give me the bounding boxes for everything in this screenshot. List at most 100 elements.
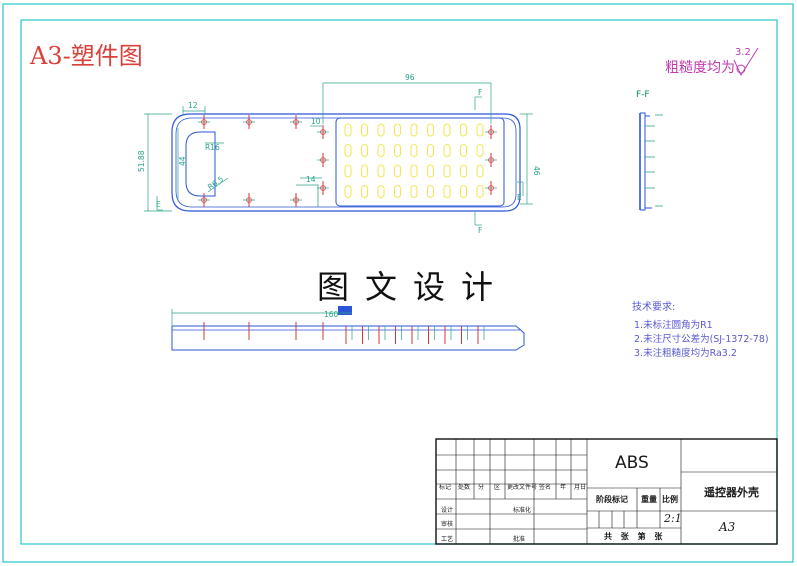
button-hole <box>459 184 468 199</box>
sheet-title: A3-塑件图 <box>30 42 143 70</box>
button-hole <box>476 143 484 158</box>
button-hole <box>443 164 451 178</box>
hole-circle <box>488 185 494 191</box>
side-view-marks <box>203 322 485 344</box>
material-label: ABS <box>615 453 649 473</box>
button-hole <box>393 143 402 158</box>
body-outline <box>171 113 521 212</box>
button-hole <box>360 184 369 199</box>
part-name: 遥控器外壳 <box>704 486 759 499</box>
sheet-info: 共 张 第 张 <box>604 531 663 541</box>
top-view-dimension-lines <box>144 82 533 226</box>
tech-requirement-2: 2.未注尺寸公差为(SJ-1372-78) <box>634 334 769 345</box>
rev-header-part: 分 <box>478 484 485 491</box>
dim-12: 12 <box>188 101 198 110</box>
button-hole <box>360 143 369 158</box>
button-hole <box>459 143 468 158</box>
dim-160: 160 <box>324 310 339 319</box>
side-view: 160 <box>171 306 525 351</box>
tech-requirement-3: 3.未注粗糙度均为Ra3.2 <box>634 348 737 359</box>
rev-header-zone: 区 <box>494 484 501 491</box>
button-hole <box>377 184 385 199</box>
left-cavity <box>185 131 216 197</box>
rev-header-mark: 标记 <box>439 484 452 491</box>
hole-circle <box>320 185 326 191</box>
rev-header-sign: 签名 <box>539 484 552 491</box>
hole-circle <box>293 197 299 203</box>
scale-value: 2:1 <box>664 512 682 525</box>
button-hole <box>344 123 352 137</box>
side-view-tab <box>338 306 352 315</box>
button-hole <box>476 123 484 137</box>
button-hole <box>377 123 385 137</box>
button-hole <box>426 164 435 178</box>
roughness-symbol <box>733 47 759 77</box>
section-ribs <box>645 114 663 207</box>
rev-header-doc: 更改文件号 <box>507 484 538 491</box>
button-hole <box>410 184 418 199</box>
rev-header-month: 月 <box>574 484 581 491</box>
watermark-text: 图文设计 <box>317 268 510 306</box>
button-hole <box>360 164 369 178</box>
button-hole <box>344 164 352 178</box>
rev-header-year: 年 <box>560 484 567 491</box>
button-hole <box>443 143 451 158</box>
button-hole <box>344 143 352 158</box>
marker-e-right: E <box>517 193 522 202</box>
tech-requirement-1: 1.未标注圆角为R1 <box>634 320 713 331</box>
hole-circle <box>320 157 326 163</box>
button-hole <box>393 164 402 178</box>
dim-r16: R16 <box>205 143 220 152</box>
button-hole <box>443 123 451 137</box>
button-hole <box>360 123 369 137</box>
button-hole <box>459 123 468 137</box>
hole-circle <box>488 129 494 135</box>
roughness-note: 粗糙度均为 <box>665 60 735 76</box>
button-hole <box>410 164 418 178</box>
weight-header: 重量 <box>641 494 657 504</box>
rev-header-day: 日 <box>580 484 587 491</box>
inner-border <box>20 19 778 545</box>
button-hole <box>377 143 385 158</box>
hole-circle <box>246 197 252 203</box>
button-hole <box>393 123 402 137</box>
row-process: 工艺 <box>441 536 454 543</box>
dim-51-88: 51.88 <box>137 150 146 172</box>
button-hole <box>459 164 468 178</box>
step-notch <box>296 184 319 207</box>
button-hole <box>476 184 484 199</box>
button-hole <box>377 164 385 178</box>
center-marks <box>198 115 497 207</box>
marker-f-top: F <box>478 88 482 97</box>
scale-header: 比例 <box>662 494 678 504</box>
label-approve: 批准 <box>513 536 526 543</box>
button-holes <box>344 123 484 199</box>
rev-header-count: 处数 <box>458 484 471 491</box>
button-hole <box>410 143 418 158</box>
section-view <box>639 112 663 211</box>
tech-requirements-title: 技术要求: <box>632 302 676 313</box>
hole-circle <box>293 119 299 125</box>
button-hole <box>426 184 435 199</box>
button-panel <box>335 117 505 207</box>
row-review: 审核 <box>441 521 454 528</box>
hole-circle <box>320 129 326 135</box>
outer-border <box>2 3 794 563</box>
section-label: F-F <box>636 90 650 100</box>
label-standard: 标准化 <box>513 507 532 514</box>
row-design: 设计 <box>441 507 454 514</box>
stage-mark-header: 阶段标记 <box>596 494 628 504</box>
marker-f-bottom: F <box>478 226 482 235</box>
button-hole <box>426 123 435 137</box>
dim-44: 44 <box>178 156 187 166</box>
dim-14: 14 <box>306 175 316 184</box>
marker-e-left: E <box>156 200 161 209</box>
roughness-value: 3.2 <box>735 47 751 58</box>
title-block <box>435 438 778 545</box>
button-hole <box>426 143 435 158</box>
dim-96: 96 <box>405 73 415 82</box>
sheet-size: A3 <box>719 520 736 534</box>
hole-circle <box>246 119 252 125</box>
button-hole <box>476 164 484 178</box>
